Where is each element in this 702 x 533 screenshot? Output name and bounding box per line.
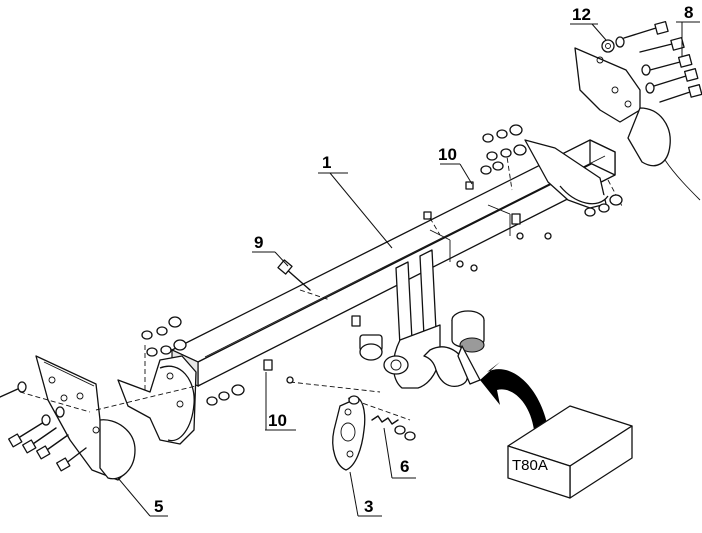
nut-group-left-lower xyxy=(206,384,245,406)
kit-box-label: T80A xyxy=(512,457,548,474)
callout-9: 9 xyxy=(254,233,263,252)
tow-hitch-assembly xyxy=(289,249,485,421)
washers xyxy=(601,36,625,53)
install-direction-arrow xyxy=(480,362,548,430)
nut-group-right xyxy=(480,124,623,217)
callout-10-upper: 10 xyxy=(438,145,457,164)
socket-plate xyxy=(332,395,366,471)
label-nuts-lower: 10 xyxy=(265,372,296,431)
callout-8: 8 xyxy=(684,3,693,22)
callout-1: 1 xyxy=(322,153,331,172)
callout-5: 5 xyxy=(154,497,163,516)
right-side-bracket xyxy=(480,20,702,217)
nut-group-left-upper xyxy=(141,316,187,357)
small-hardware xyxy=(263,181,552,384)
label-crossbar: 1 xyxy=(318,153,393,249)
bolts-right xyxy=(623,20,702,103)
callout-3: 3 xyxy=(364,497,373,516)
callout-10-lower: 10 xyxy=(268,411,287,430)
label-center-bolt: 9 xyxy=(252,233,289,267)
callout-6: 6 xyxy=(400,457,409,476)
label-left-bracket: 5 xyxy=(117,477,168,517)
socket-bolts xyxy=(371,415,416,441)
kit-box: T80A xyxy=(507,405,633,499)
center-bolt xyxy=(277,259,331,301)
label-socket-bolts: 6 xyxy=(383,427,416,479)
label-washers: 12 xyxy=(570,5,607,41)
callout-12: 12 xyxy=(572,5,591,24)
bolts-left xyxy=(0,381,87,472)
label-ball-mount: 3 xyxy=(349,471,382,517)
left-side-bracket xyxy=(0,316,245,481)
label-right-bolts: 8 xyxy=(676,3,700,56)
label-nuts-upper: 10 xyxy=(438,145,473,185)
